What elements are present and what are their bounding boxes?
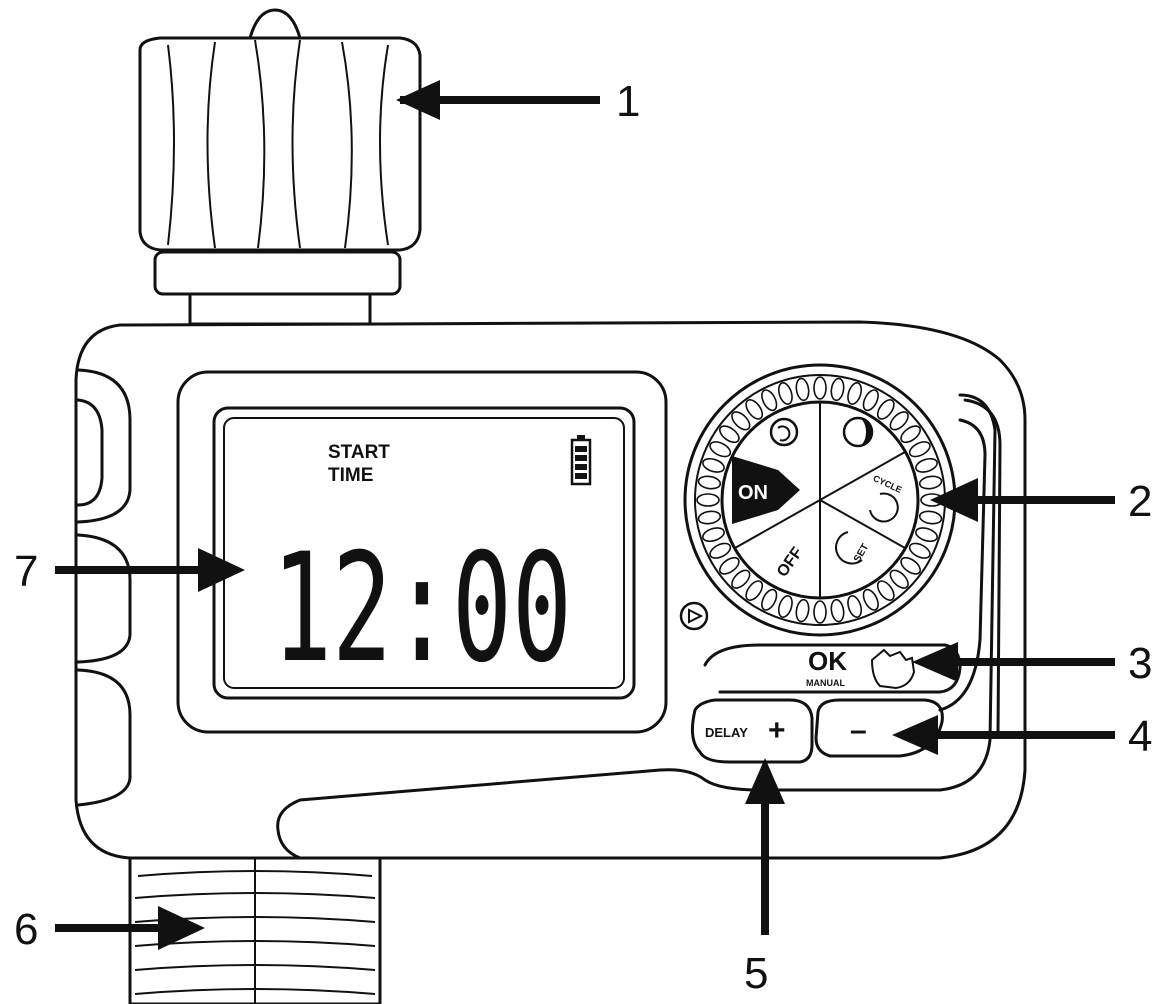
dial-grip-notch (702, 457, 725, 473)
dial-grip-notch (777, 382, 793, 405)
lcd-display: START TIME 12:00 (176, 370, 668, 734)
dial-grip-notch (697, 510, 722, 525)
dial-grip-notch (915, 527, 938, 543)
minus-label: – (850, 714, 867, 747)
dial-grip-notch (709, 542, 732, 559)
lcd-time-value: 12:00 (272, 522, 572, 696)
dial-grip-notch (876, 399, 895, 420)
ok-manual-button[interactable]: OK MANUAL (703, 643, 962, 694)
clock-reset-icon (769, 417, 799, 447)
dial-grip-notch (697, 475, 722, 490)
callout-3: 3 (912, 639, 1152, 688)
cycle-icon: CYCLE (869, 473, 904, 523)
dial-off-label: OFF (774, 544, 806, 580)
dial-on-pointer (732, 456, 800, 524)
dial-grip-notch (876, 580, 895, 601)
dial-grip-notch (761, 389, 778, 412)
delay-label: DELAY (705, 725, 748, 740)
dial-grip-notch (719, 556, 740, 575)
dial-grip-notch (847, 595, 863, 618)
dial-grip-notch (702, 527, 725, 543)
dial-grip-notch (719, 425, 740, 444)
dial-grip-notch (745, 399, 764, 420)
inlet-nut (138, 8, 422, 326)
dial-grip-notch (813, 376, 827, 400)
dial-grip-notch (813, 600, 827, 624)
manual-label: MANUAL (806, 678, 845, 688)
hand-press-icon (870, 648, 916, 690)
callout-4: 4 (892, 712, 1152, 761)
dial-grip-notch (745, 580, 764, 601)
dial-grip-notch (830, 598, 845, 623)
dial-grip-notch (731, 569, 751, 589)
set-clock-icon: SET (835, 531, 871, 565)
lcd-time-label: TIME (328, 465, 373, 486)
callout-7-number: 7 (14, 547, 38, 596)
dial-grip-notch (889, 411, 909, 431)
lcd-start-label: START (328, 442, 390, 463)
callout-1-number: 1 (616, 77, 640, 126)
dial-grip-notch (795, 377, 810, 402)
dial-grip-notch (889, 569, 909, 589)
callout-6: 6 (14, 905, 205, 954)
dial-grip-notch (900, 556, 921, 575)
dial-grip-notch (795, 598, 810, 623)
dial-grip-notch (862, 389, 879, 412)
callout-2-number: 2 (1128, 477, 1152, 526)
battery-icon (570, 435, 592, 486)
callout-7: 7 (14, 547, 245, 596)
callout-5-number: 5 (744, 949, 768, 998)
dial-grip-notch (908, 542, 931, 559)
callout-1: 1 (396, 77, 640, 126)
dial-grip-notch (777, 595, 793, 618)
dial-grip-notch (709, 441, 732, 458)
delay-plus-button[interactable]: DELAY + (690, 698, 814, 764)
callout-3-number: 3 (1128, 639, 1152, 688)
dial-cycle-label: CYCLE (872, 473, 904, 495)
dial-grip-notch (915, 457, 938, 473)
program-dial[interactable]: ON OFF CYCLE SET (683, 363, 957, 637)
dial-set-label: SET (852, 542, 871, 564)
dial-grip-notch (918, 510, 943, 525)
minus-button[interactable]: – (814, 698, 944, 758)
dial-on-label: ON (738, 482, 768, 504)
dial-grip-notch (696, 493, 720, 507)
ok-label: OK (808, 646, 847, 676)
plus-label: + (768, 714, 786, 747)
dial-grip-notch (908, 441, 931, 458)
sun-moon-icon (842, 416, 874, 448)
dial-grip-notch (731, 411, 751, 431)
timer-body (74, 320, 1027, 860)
dial-grip-notch (830, 377, 845, 402)
callout-2: 2 (930, 477, 1152, 526)
dial-grip-notch (918, 475, 943, 490)
callout-6-number: 6 (14, 905, 38, 954)
callout-5: 5 (744, 758, 785, 998)
callout-4-number: 4 (1128, 712, 1152, 761)
dial-grip-notch (900, 425, 921, 444)
dial-grip-notch (862, 588, 879, 611)
dial-grip-notch (847, 382, 863, 405)
dial-grip-notch (761, 588, 778, 611)
valve-indicator-icon (679, 601, 709, 631)
